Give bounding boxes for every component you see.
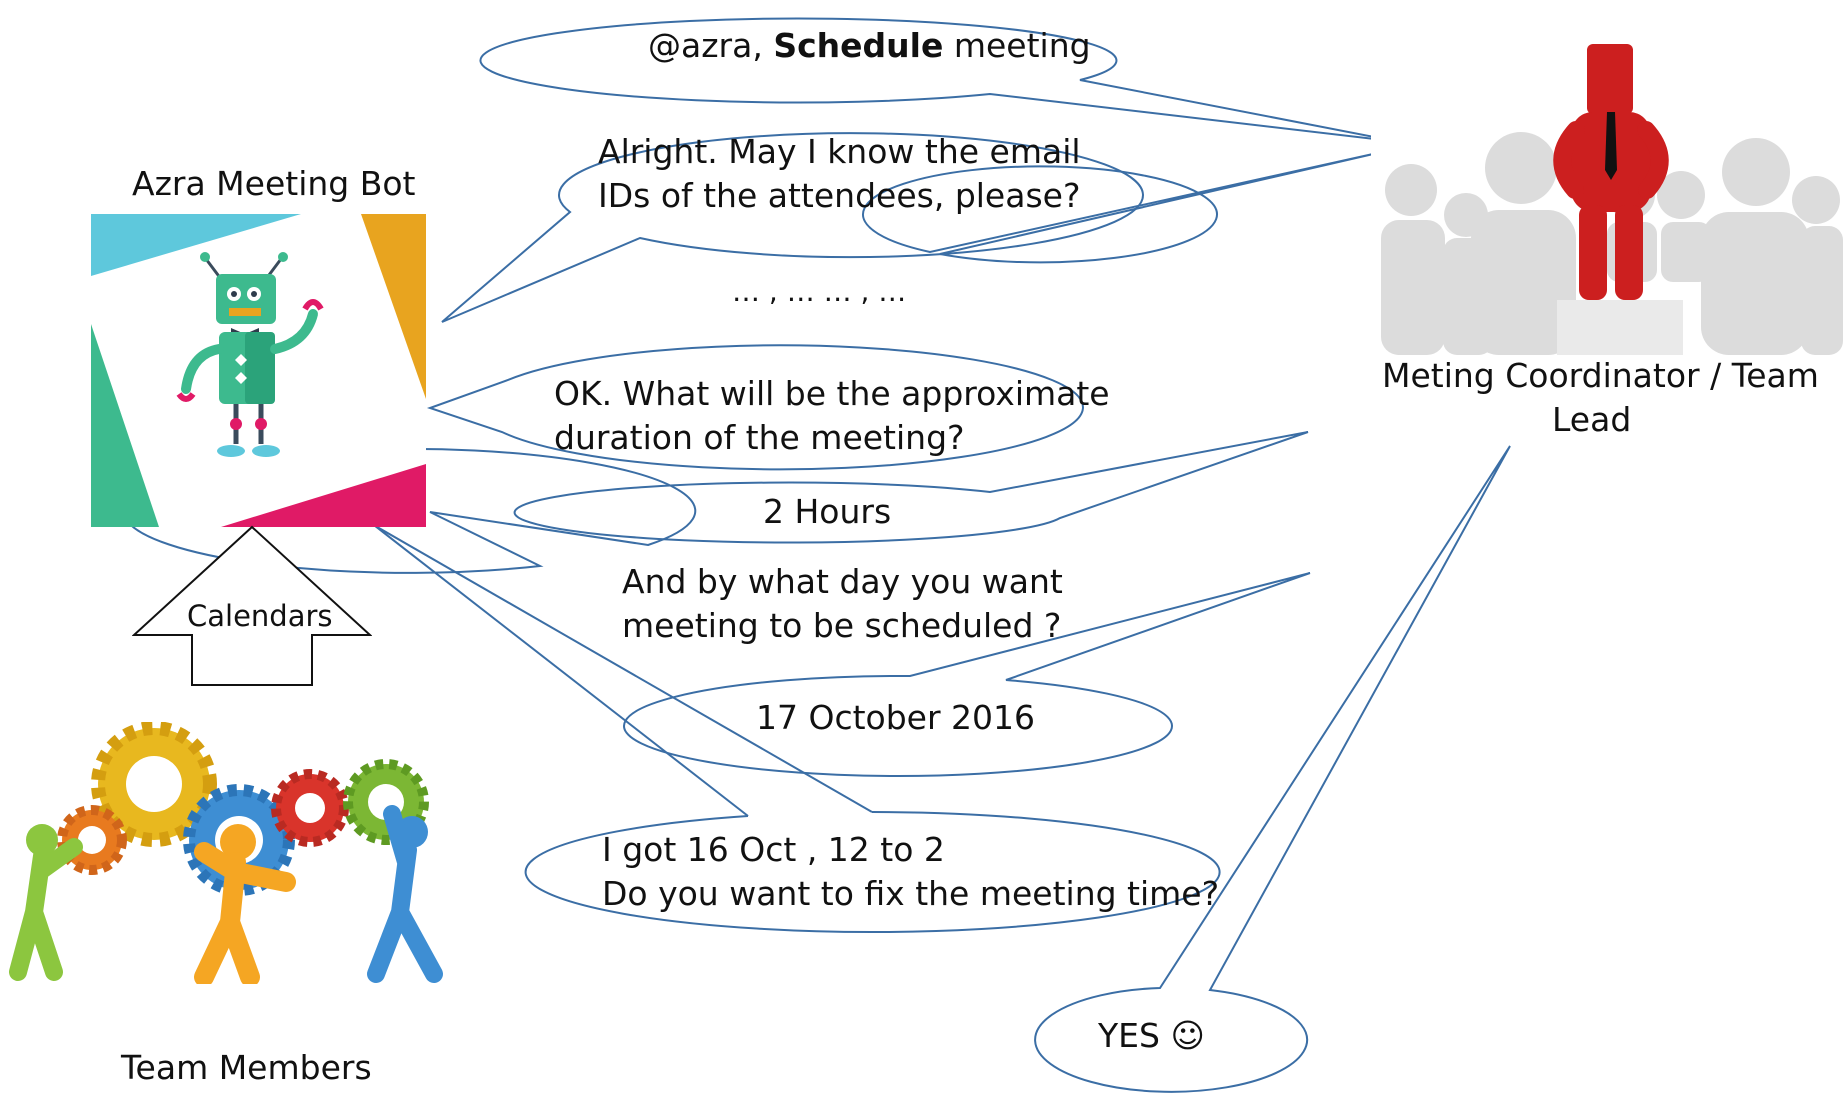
- bubble-msg3-outline: [862, 151, 1383, 264]
- msg5-text: 2 Hours: [763, 492, 892, 531]
- bubble-msg7-outline: [623, 572, 1311, 777]
- msg6-line2: meeting to be scheduled ?: [622, 606, 1062, 645]
- bubble-msg4-outline: [426, 344, 1084, 471]
- msg1-prefix: @azra,: [648, 26, 774, 65]
- msg4-line1: OK. What will be the approximate: [554, 374, 1110, 413]
- msg2-line1: Alright. May I know the email: [598, 132, 1081, 171]
- bubble-msg2-outline: [441, 132, 1144, 323]
- msg1-suffix: meeting: [943, 26, 1091, 65]
- team-label: Team Members: [121, 1048, 372, 1087]
- msg6-line1: And by what day you want: [622, 562, 1063, 601]
- team-lead-icon: [1371, 0, 1843, 355]
- msg3-text: … , … … , …: [732, 275, 907, 308]
- bubble-msg9-outline: [1034, 445, 1511, 1093]
- up-arrow-icon: [131, 525, 373, 687]
- robot-icon: [91, 214, 426, 527]
- msg9-text: YES ☺: [1098, 1016, 1205, 1055]
- bubble-msg8-pointer-b: [371, 523, 873, 813]
- lead-label-line1: Meting Coordinator / Team: [1382, 356, 1819, 395]
- bubble-msg8-outline: [524, 811, 1221, 933]
- team-gears-icon: [4, 721, 456, 987]
- bubble-msg5-outline: [513, 431, 1309, 544]
- msg2-line2: IDs of the attendees, please?: [598, 176, 1081, 215]
- bot-label: Azra Meeting Bot: [132, 164, 416, 203]
- bubble-msg8-pointer-a: [369, 521, 749, 817]
- bubble-msg1-outline: [479, 17, 1401, 143]
- msg7-text: 17 October 2016: [756, 698, 1036, 737]
- msg1-text: @azra, Schedule meeting: [648, 24, 1091, 68]
- msg1-bold: Schedule: [773, 26, 944, 65]
- msg4-line2: duration of the meeting?: [554, 418, 965, 457]
- calendars-label: Calendars: [187, 599, 333, 633]
- msg8-line1: I got 16 Oct , 12 to 2: [602, 830, 945, 869]
- lead-label-line2: Lead: [1552, 400, 1632, 439]
- msg8-line2: Do you want to fix the meeting time?: [602, 874, 1220, 913]
